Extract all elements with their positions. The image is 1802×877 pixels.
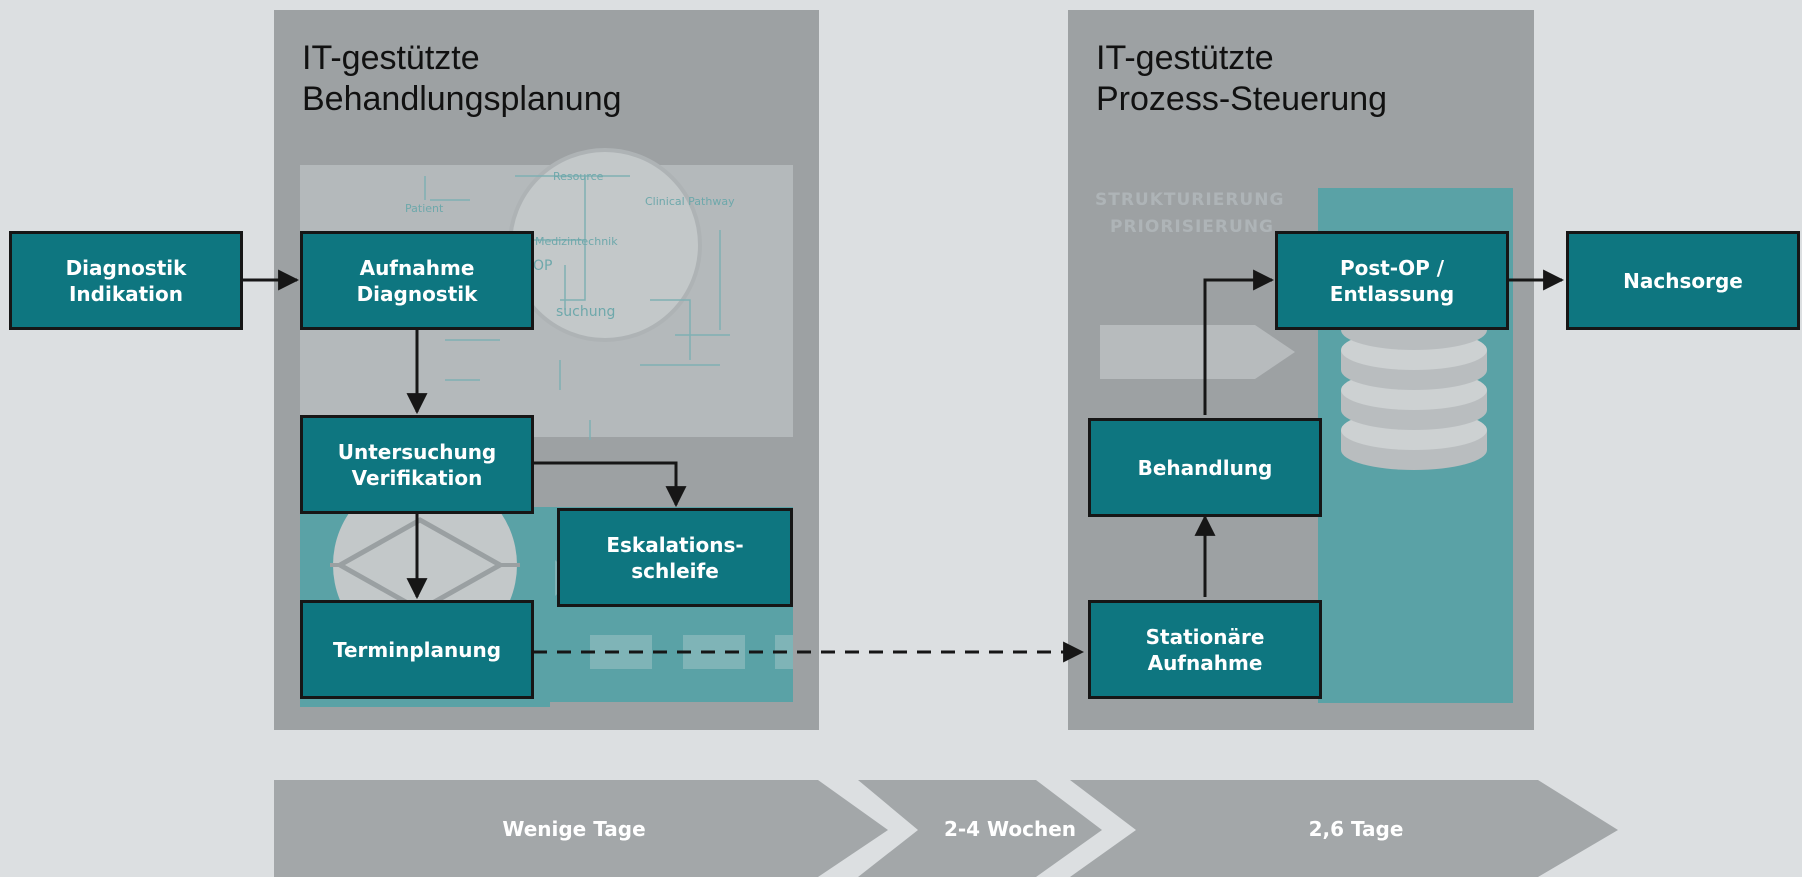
box-aufnahme-diagnostik: Aufnahme Diagnostik [300,231,534,330]
faded-label-suchung: suchung [556,304,615,320]
box-post-op-entlassung: Post-OP / Entlassung [1275,231,1509,330]
panel-title-behandlungsplanung: IT-gestützte Behandlungsplanung [302,39,622,118]
box-behandlung: Behandlung [1088,418,1322,517]
faded-label-op: OP [533,258,552,274]
timeline-label-wochen: 2-4 Wochen [943,816,1077,841]
panel-title-prozess-steuerung: IT-gestützte Prozess-Steuerung [1096,39,1388,118]
chevron-tage [1070,780,1618,877]
box-terminplanung: Terminplanung [300,600,534,699]
arrow-behandlung-to-postop [1203,269,1275,415]
box-stationaere-aufnahme: Stationäre Aufnahme [1088,600,1322,699]
box-eskalationsschleife: Eskalations- schleife [557,508,793,607]
faded-arrow-shape [1100,325,1295,379]
faded-flowchart-lines [424,175,730,440]
faded-label-clinical-pathway: Clinical Pathway [645,195,735,208]
faded-label-patient: Patient [405,202,444,215]
chevron-wochen [858,780,1102,877]
faded-label-resource: Resource [553,170,604,183]
box-nachsorge: Nachsorge [1566,231,1800,330]
arrow-to-eskalation [532,461,687,508]
faded-label-priorisierung: PRIORISIERUNG [1110,217,1274,237]
box-diagnostik-indikation: Diagnostik Indikation [9,231,243,330]
box-untersuchung-verifikation: Untersuchung Verifikation [300,415,534,514]
chevron-wenige-tage [274,780,888,877]
timeline-label-wenige-tage: Wenige Tage [502,816,646,841]
timeline-label-tage: 2,6 Tage [1308,816,1404,841]
faded-label-strukturierung: STRUKTURIERUNG [1095,190,1284,210]
faded-label-medizintechnik: Medizintechnik [535,235,618,248]
